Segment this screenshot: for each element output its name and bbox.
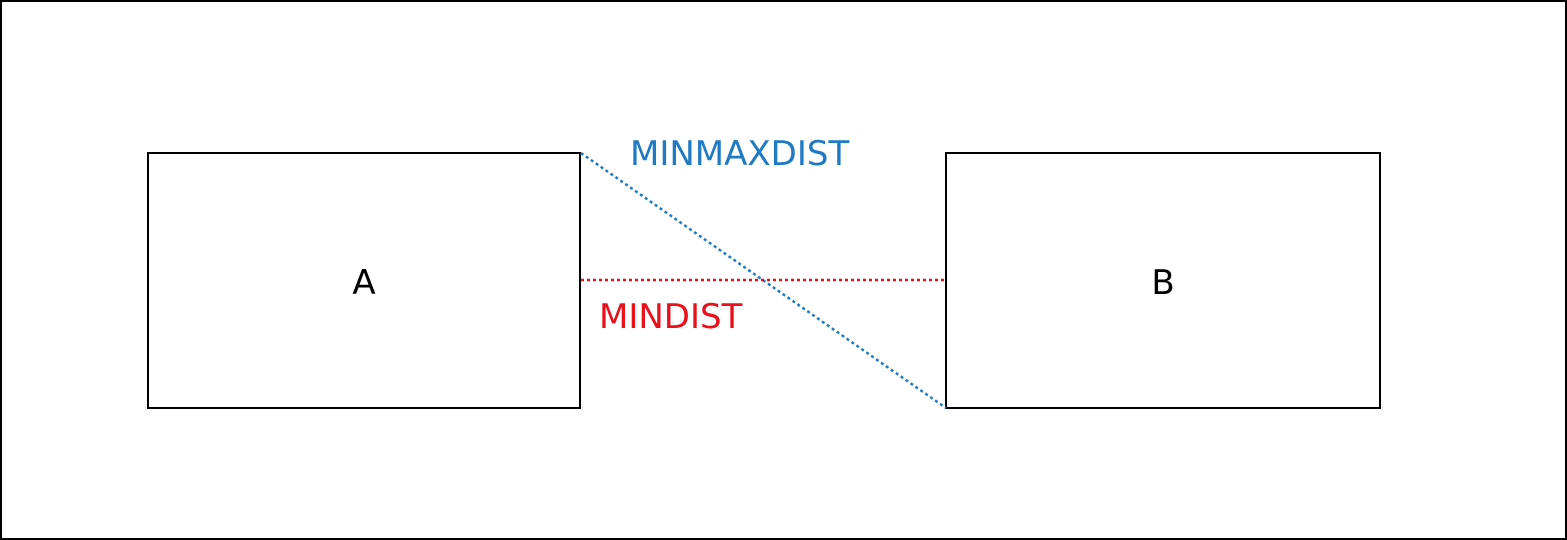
rectangle-a-label: A: [352, 263, 375, 303]
mindist-label: MINDIST: [599, 297, 743, 337]
minmaxdist-label: MINMAXDIST: [630, 134, 849, 174]
rectangle-b-label: B: [1151, 263, 1174, 303]
rectangle-b: [945, 152, 1381, 409]
rectangle-a: [147, 152, 581, 409]
